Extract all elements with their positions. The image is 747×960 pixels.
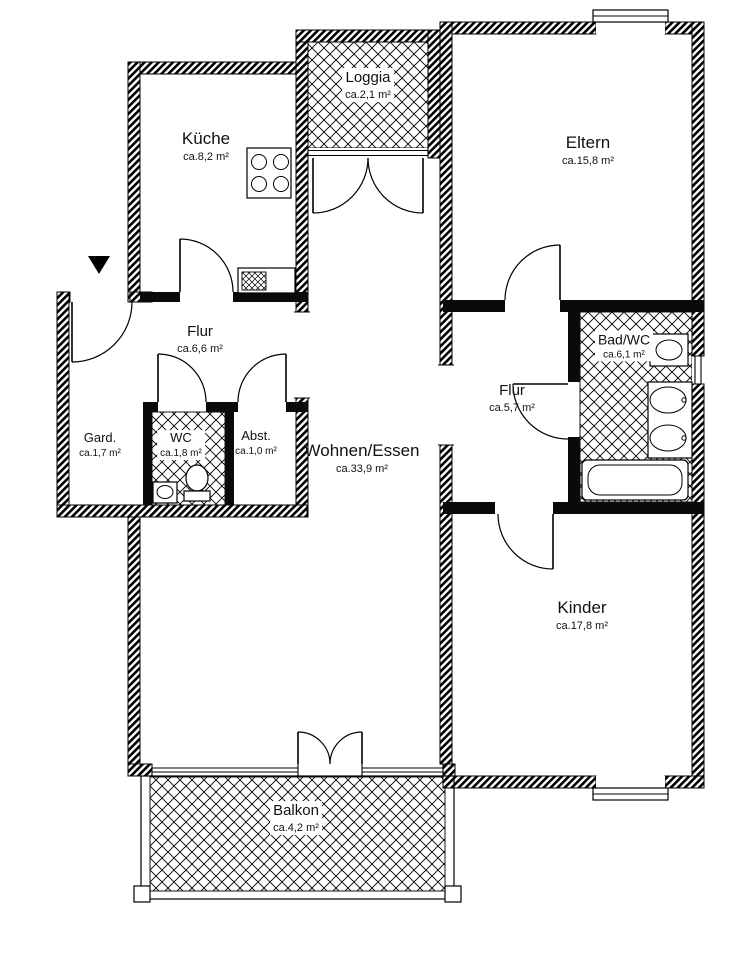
balkon-railing <box>133 775 462 903</box>
loggia-french-doors <box>312 157 424 214</box>
wc-washbasin <box>152 481 178 504</box>
room-label-wohnen-essen: Wohnen/Essen ca.33,9 m² <box>304 440 420 475</box>
bad-window <box>692 355 704 385</box>
bad-door <box>512 383 569 440</box>
room-label-loggia: Loggia ca.2,1 m² <box>342 68 394 102</box>
fixtures <box>152 147 693 504</box>
toilet <box>183 464 211 502</box>
room-label-wc: WC ca.1,8 m² <box>157 430 205 460</box>
wc-door <box>157 353 207 403</box>
wohnen-flur2-opening <box>438 364 454 446</box>
washing-machine <box>649 333 689 367</box>
kinder-door <box>497 513 554 570</box>
exterior-walls <box>56 21 705 789</box>
washbasin-double <box>647 381 693 459</box>
room-label-bad-wc: Bad/WC ca.6,1 m² <box>594 330 654 362</box>
room-label-kueche: Küche ca.8,2 m² <box>181 128 231 163</box>
eltern-bay-window <box>592 9 669 34</box>
kueche-door <box>179 238 234 293</box>
abst-door <box>237 353 287 403</box>
room-label-flur-2: Flur ca.5,7 m² <box>489 382 535 414</box>
room-label-flur-1: Flur ca.6,6 m² <box>177 323 223 355</box>
windows <box>151 9 704 801</box>
room-label-abst: Abst. ca.1,0 m² <box>235 428 277 457</box>
entrance-marker-icon <box>88 256 110 274</box>
doors <box>71 157 569 765</box>
flur-wohnen-opening <box>294 311 310 399</box>
room-label-gard: Gard. ca.1,7 m² <box>79 430 121 459</box>
kitchen-sink-counter <box>237 267 296 294</box>
railing-post-left <box>133 885 151 903</box>
room-label-eltern: Eltern ca.15,8 m² <box>562 132 614 167</box>
eltern-door <box>504 244 561 301</box>
stove-icon <box>246 147 292 199</box>
wall-openings <box>294 311 454 446</box>
room-label-kinder: Kinder ca.17,8 m² <box>556 597 608 632</box>
railing-post-right <box>444 885 462 903</box>
bathtub <box>581 459 689 501</box>
loggia-window <box>307 148 429 158</box>
balkon-window-left <box>151 764 299 776</box>
entrance-door <box>71 301 133 363</box>
interior-walls <box>140 292 704 514</box>
balkon-window-right <box>361 764 444 776</box>
balkon-french-doors <box>297 731 363 765</box>
room-label-balkon: Balkon ca.4,2 m² <box>270 801 322 835</box>
kinder-bay-window <box>592 776 669 801</box>
